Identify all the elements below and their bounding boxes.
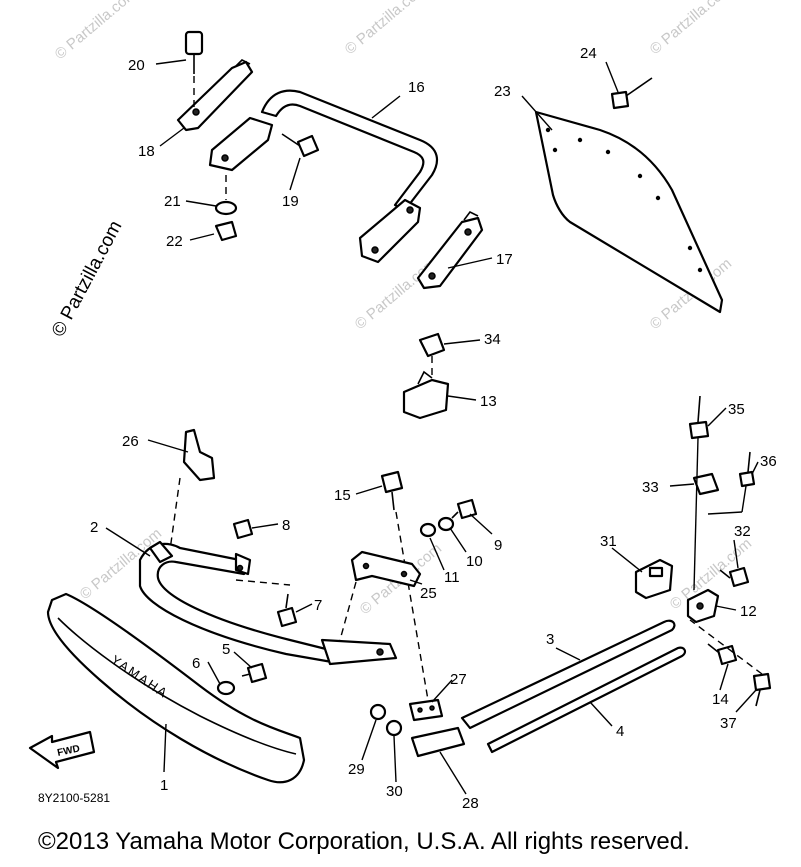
callout-4: 4 [616, 723, 624, 740]
callout-18: 18 [138, 143, 155, 160]
part-30-nut [385, 719, 403, 737]
callout-2: 2 [90, 519, 98, 536]
callout-17: 17 [496, 251, 513, 268]
part-34-cap [418, 332, 446, 378]
part-33-cap [692, 472, 720, 496]
part-35-rivet [688, 395, 710, 591]
callout-27: 27 [450, 671, 467, 688]
callout-3: 3 [546, 631, 554, 648]
callout-10: 10 [466, 553, 483, 570]
part-4-molding [486, 646, 687, 754]
part-32-screw [719, 566, 750, 588]
copyright-notice: ©2013 Yamaha Motor Corporation, U.S.A. A… [38, 828, 690, 855]
part-8-cap [232, 518, 254, 540]
callout-32: 32 [734, 523, 751, 540]
callout-25: 25 [420, 585, 437, 602]
callout-30: 30 [386, 783, 403, 800]
callout-1: 1 [160, 777, 168, 794]
callout-6: 6 [192, 655, 200, 672]
part-29-nut [369, 703, 387, 721]
part-3-molding [460, 619, 676, 730]
part-31-holder [634, 558, 674, 600]
part-36-rivet [707, 451, 756, 515]
part-28-trim [410, 726, 466, 758]
part-17-bracket [416, 210, 484, 290]
part-37-rivet [689, 619, 772, 707]
callout-37: 37 [720, 715, 737, 732]
callout-7: 7 [314, 597, 322, 614]
watermark: © Partzilla.com [52, 0, 140, 63]
part-7-screw [235, 579, 298, 628]
part-21-washer [214, 175, 238, 216]
callout-11: 11 [444, 569, 460, 586]
part-26-bracket [169, 428, 216, 551]
part-20-bolt [184, 30, 204, 112]
callout-26: 26 [122, 433, 139, 450]
callout-20: 20 [128, 57, 145, 74]
watermark: © Partzilla.com [647, 0, 735, 58]
callout-24: 24 [580, 45, 597, 62]
part-22-nut [214, 220, 238, 242]
part-10-washer [437, 516, 455, 532]
callout-34: 34 [484, 331, 501, 348]
watermark: © Partzilla.com [342, 0, 430, 58]
part-11-washer [419, 522, 437, 538]
callout-labels: 20 16 18 19 21 22 23 24 17 34 13 26 2 8 … [90, 45, 777, 812]
fwd-arrow-icon: FWD [28, 730, 96, 770]
callout-19: 19 [282, 193, 299, 210]
part-9-screw [451, 498, 478, 520]
drawing-code: 8Y2100-5281 [38, 791, 110, 805]
callout-13: 13 [480, 393, 497, 410]
callout-21: 21 [164, 193, 181, 210]
part-24-rivet [610, 77, 653, 110]
part-19-bolt [281, 133, 320, 158]
part-6-washer [216, 680, 236, 696]
callout-16: 16 [408, 79, 425, 96]
callout-28: 28 [462, 795, 479, 812]
callout-23: 23 [494, 83, 511, 100]
callout-29: 29 [348, 761, 365, 778]
callout-22: 22 [166, 233, 183, 250]
part-18-bracket [176, 59, 254, 132]
callout-36: 36 [760, 453, 777, 470]
part-27-clip [408, 698, 444, 722]
callout-15: 15 [334, 487, 351, 504]
callout-31: 31 [600, 533, 617, 550]
part-2-stay [138, 540, 398, 666]
part-16-handle-bar [208, 89, 439, 264]
callout-8: 8 [282, 517, 290, 534]
part-23-windshield [534, 110, 724, 314]
callout-33: 33 [642, 479, 659, 496]
watermark-group: © Partzilla.com © Partzilla.com © Partzi… [48, 0, 755, 618]
callout-14: 14 [712, 691, 729, 708]
part-14-screw [707, 643, 738, 666]
callout-12: 12 [740, 603, 757, 620]
part-13-holder [402, 370, 450, 420]
watermark-main: © Partzilla.com [48, 217, 127, 340]
part-15-bolt [380, 470, 429, 701]
part-1-cowl: YAMAHA [46, 592, 306, 784]
part-25-bracket [339, 550, 422, 641]
fwd-label: FWD [56, 743, 81, 758]
leader-lines [105, 59, 759, 795]
callout-9: 9 [494, 537, 502, 554]
callout-35: 35 [728, 401, 745, 418]
part-12-holder [686, 588, 720, 624]
part-5-screw [241, 662, 268, 684]
callout-5: 5 [222, 641, 230, 658]
